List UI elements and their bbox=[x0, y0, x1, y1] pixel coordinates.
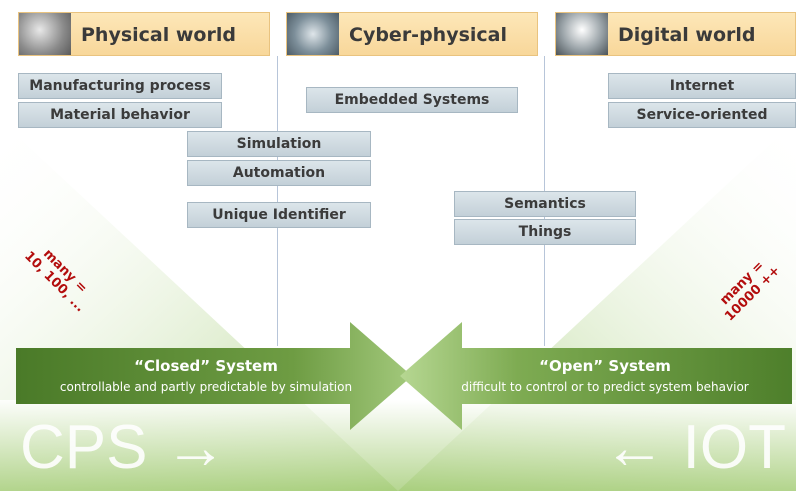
item-semantics: Semantics bbox=[454, 191, 636, 217]
item-unique-identifier: Unique Identifier bbox=[187, 202, 371, 228]
header-digital-world: Digital world bbox=[555, 12, 796, 56]
header-digital-label: Digital world bbox=[618, 24, 756, 46]
item-automation: Automation bbox=[187, 160, 371, 186]
cps-label: CPS → bbox=[20, 413, 227, 482]
cyber-physical-image bbox=[287, 13, 339, 55]
open-system-arrow bbox=[400, 322, 792, 430]
digital-world-image bbox=[556, 13, 608, 55]
divider-left bbox=[277, 56, 278, 346]
closed-system-subtitle: controllable and partly predictable by s… bbox=[59, 380, 353, 394]
bottom-band bbox=[0, 400, 796, 491]
closed-system-arrow bbox=[16, 322, 412, 430]
open-system-title: “Open” System bbox=[539, 357, 671, 375]
item-material-behavior: Material behavior bbox=[18, 102, 222, 128]
item-things: Things bbox=[454, 219, 636, 245]
item-service-oriented: Service-oriented bbox=[608, 102, 796, 128]
header-physical-world: Physical world bbox=[18, 12, 270, 56]
iot-label: ← IOT bbox=[603, 413, 786, 482]
item-internet: Internet bbox=[608, 73, 796, 99]
open-system-subtitle: difficult to control or to predict syste… bbox=[461, 380, 749, 394]
header-cyber-label: Cyber-physical bbox=[349, 24, 508, 46]
item-embedded-systems: Embedded Systems bbox=[306, 87, 518, 113]
closed-system-title: “Closed” System bbox=[134, 357, 278, 375]
header-physical-label: Physical world bbox=[81, 24, 236, 46]
physical-world-image bbox=[19, 13, 71, 55]
item-simulation: Simulation bbox=[187, 131, 371, 157]
header-cyber-physical: Cyber-physical bbox=[286, 12, 538, 56]
item-manufacturing-process: Manufacturing process bbox=[18, 73, 222, 99]
